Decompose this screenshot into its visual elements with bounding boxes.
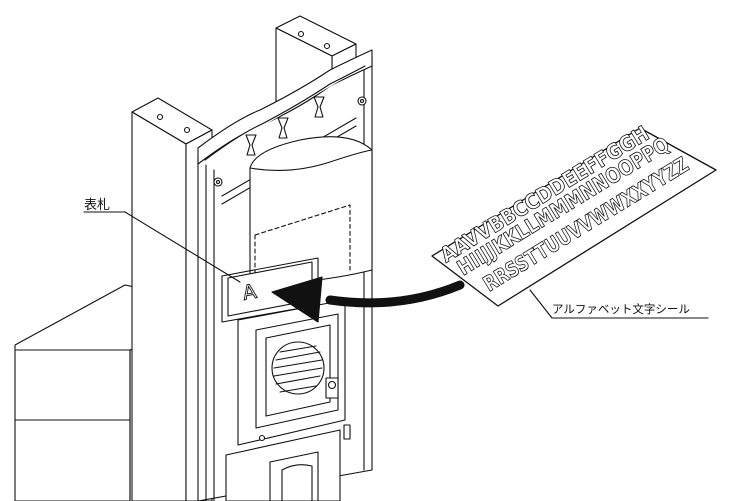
- intercom-speaker: [237, 299, 346, 450]
- alphabet-sticker-label: アルファベット文字シール: [552, 302, 690, 316]
- nameplate-letter: A: [241, 279, 259, 305]
- curved-top-beam: [197, 49, 373, 187]
- lower-device: [225, 424, 351, 501]
- sticker-sheet: [431, 127, 717, 307]
- sticker-leader: [529, 289, 709, 319]
- placement-arrow: [271, 276, 465, 323]
- nameplate-leader: [83, 211, 241, 283]
- nameplate-label: 表札: [84, 198, 111, 213]
- lamp-housing: [249, 136, 373, 289]
